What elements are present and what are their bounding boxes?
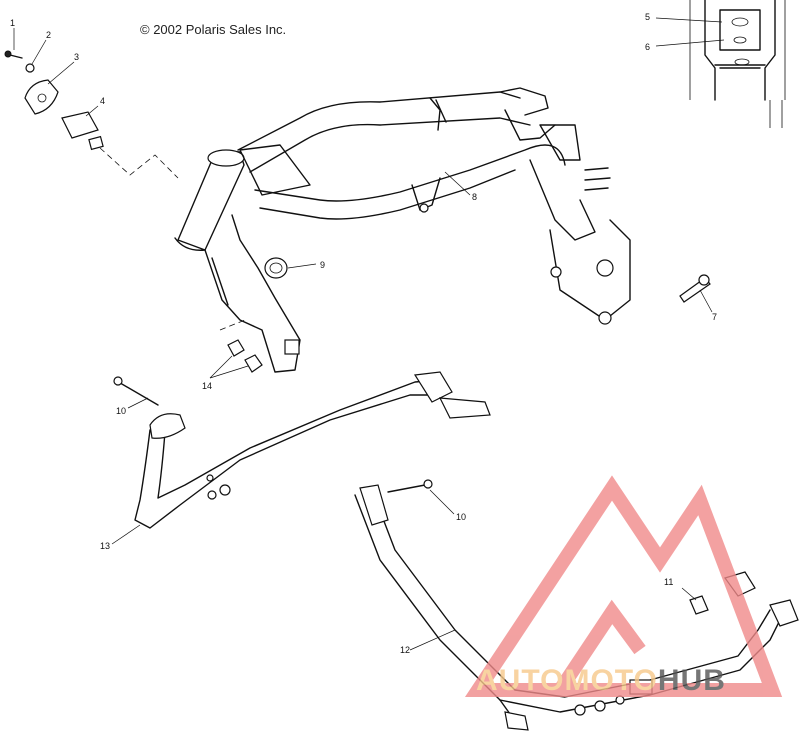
- callout-10a: 10: [116, 406, 126, 416]
- callout-2: 2: [46, 30, 51, 40]
- callout-11: 11: [664, 577, 673, 587]
- callout-10b: 10: [456, 512, 466, 522]
- copyright-notice: © 2002 Polaris Sales Inc.: [140, 22, 287, 37]
- callout-3: 3: [74, 52, 79, 62]
- callout-5: 5: [645, 12, 650, 22]
- callout-8: 8: [472, 192, 477, 202]
- callout-9: 9: [320, 260, 325, 270]
- callout-1: 1: [10, 18, 15, 28]
- watermark-text-automoto: AUTOMOTO: [476, 664, 658, 697]
- callout-14: 14: [202, 381, 212, 391]
- watermark-logo-icon: [464, 475, 783, 697]
- svg-text:AUTOMOTOHUB: AUTOMOTOHUB: [476, 664, 726, 697]
- lower-left-rail: [113, 371, 491, 529]
- callout-13: 13: [100, 541, 110, 551]
- callout-6: 6: [645, 42, 650, 52]
- callout-4: 4: [100, 96, 105, 106]
- lower-right-rail: [354, 479, 799, 731]
- callout-7: 7: [712, 312, 717, 322]
- callout-12: 12: [400, 645, 410, 655]
- main-frame: [174, 87, 631, 373]
- leader-lines: [13, 17, 725, 651]
- small-parts: [4, 50, 711, 373]
- watermark-text-hub: HUB: [658, 664, 726, 697]
- automotohub-watermark: AUTOMOTOHUB: [464, 475, 783, 697]
- inset-detail: [689, 0, 786, 128]
- callout-labels: 1 2 3 4 5 6 7 8 9 10 10 11 12 13 14: [10, 12, 717, 655]
